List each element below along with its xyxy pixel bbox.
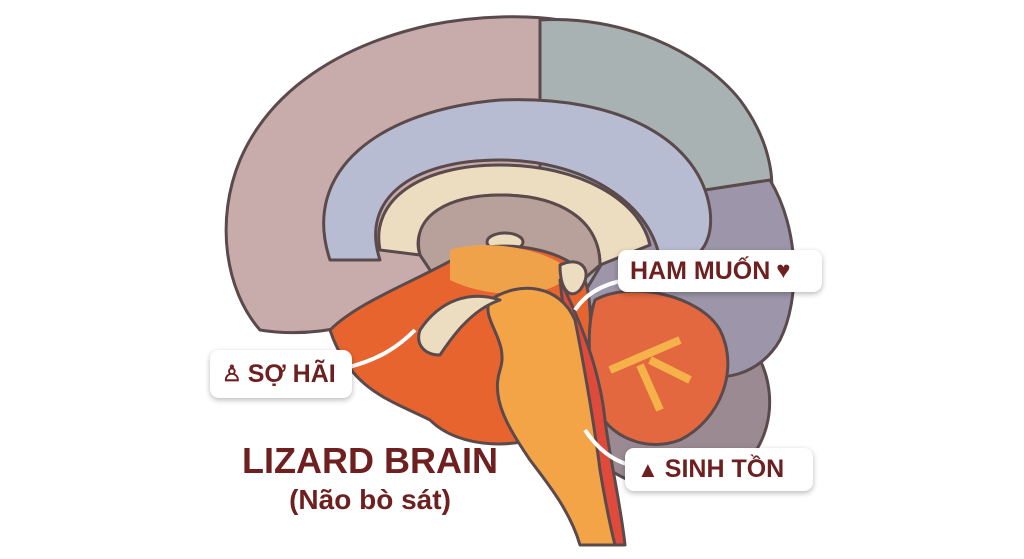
desire-label-text: HAM MUỐN bbox=[630, 256, 771, 285]
diagram-title: LIZARD BRAIN bbox=[242, 440, 498, 481]
fear-pointer bbox=[344, 328, 417, 370]
corpus-band bbox=[322, 98, 713, 265]
arbor-vitae bbox=[608, 336, 692, 412]
brainstem bbox=[486, 286, 617, 547]
heart-icon: ♥ bbox=[776, 257, 791, 284]
fear-label-text: SỢ HÃI bbox=[247, 359, 336, 388]
fear-label: ♙ SỢ HÃI bbox=[210, 350, 352, 398]
pineal bbox=[558, 260, 588, 296]
hypothalamus bbox=[417, 294, 502, 357]
desire-label: HAM MUỐN ♥ bbox=[618, 250, 822, 292]
survival-label: ▲ SINH TỒN bbox=[625, 448, 813, 491]
fearful-person-icon: ♙ bbox=[222, 361, 242, 386]
diagram-subtitle: (Não bò sát) bbox=[289, 484, 451, 515]
thalamus-glow bbox=[450, 245, 570, 294]
fire-survival-icon: ▲ bbox=[637, 456, 659, 482]
survival-label-text: SINH TỒN bbox=[664, 455, 785, 483]
